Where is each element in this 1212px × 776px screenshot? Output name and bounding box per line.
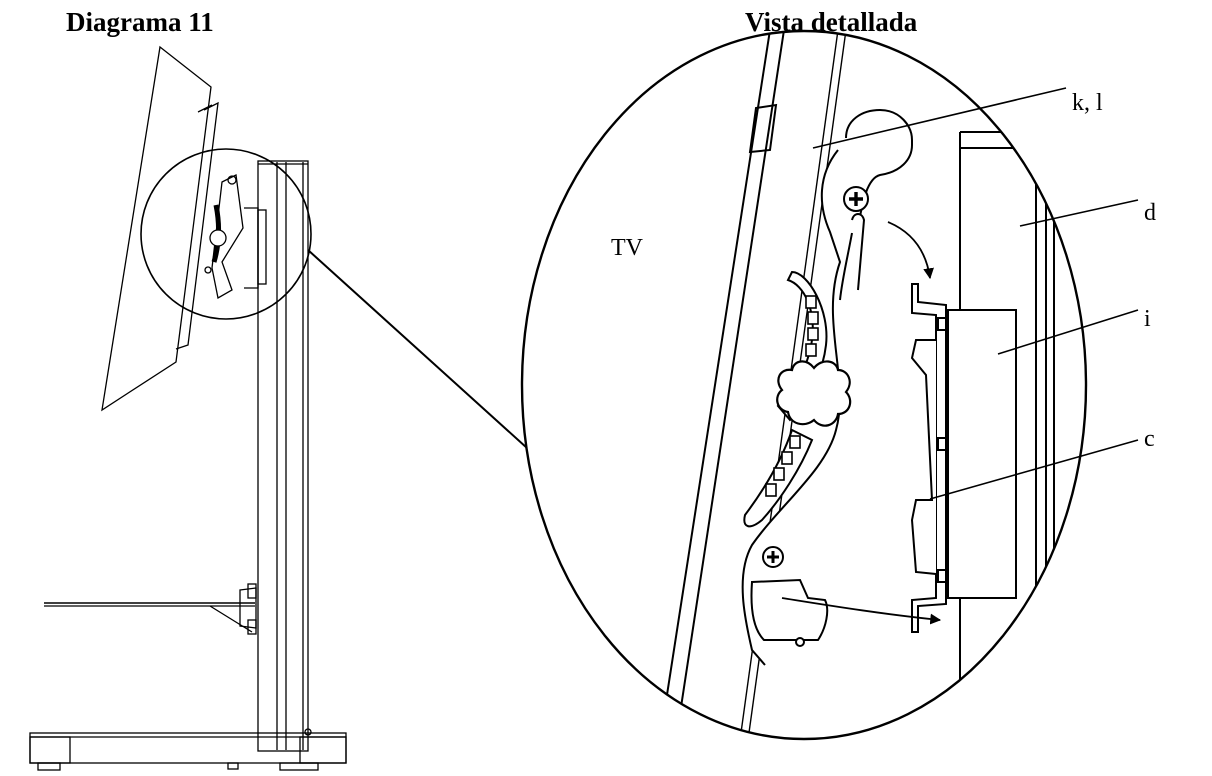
overview-hook — [244, 207, 259, 289]
plate-label: i — [1144, 306, 1151, 332]
overview-screw-bottom — [204, 266, 212, 274]
tv-label: TV — [611, 235, 644, 261]
rotate-arrow — [887, 221, 934, 280]
magnifier-circle — [140, 148, 312, 320]
overview-screw-top — [227, 175, 237, 185]
adjustment-knob — [776, 360, 852, 427]
overview-bracket — [211, 174, 244, 300]
screw-bottom — [762, 546, 784, 568]
bracket-label: k, l — [1072, 90, 1103, 116]
column-label: d — [1144, 200, 1156, 226]
hook-bracket — [910, 283, 947, 633]
overview-stand — [29, 45, 347, 771]
leader-lines — [812, 87, 1139, 500]
lower-bracket — [750, 578, 829, 641]
overview-column — [257, 160, 309, 752]
screw-top — [843, 186, 869, 212]
mounting-plate — [947, 309, 1017, 599]
diagram-title: Diagrama 11 — [66, 7, 214, 37]
tv-screen-profile — [101, 45, 212, 412]
detail-view-title: Vista detallada — [745, 7, 918, 37]
tv-back-panel — [175, 101, 219, 350]
slide-arrow — [781, 597, 942, 625]
overview-knob — [209, 229, 227, 247]
detail-view-circle — [520, 29, 1088, 741]
hook-label: c — [1144, 426, 1155, 452]
magnifier-connector — [307, 249, 528, 449]
